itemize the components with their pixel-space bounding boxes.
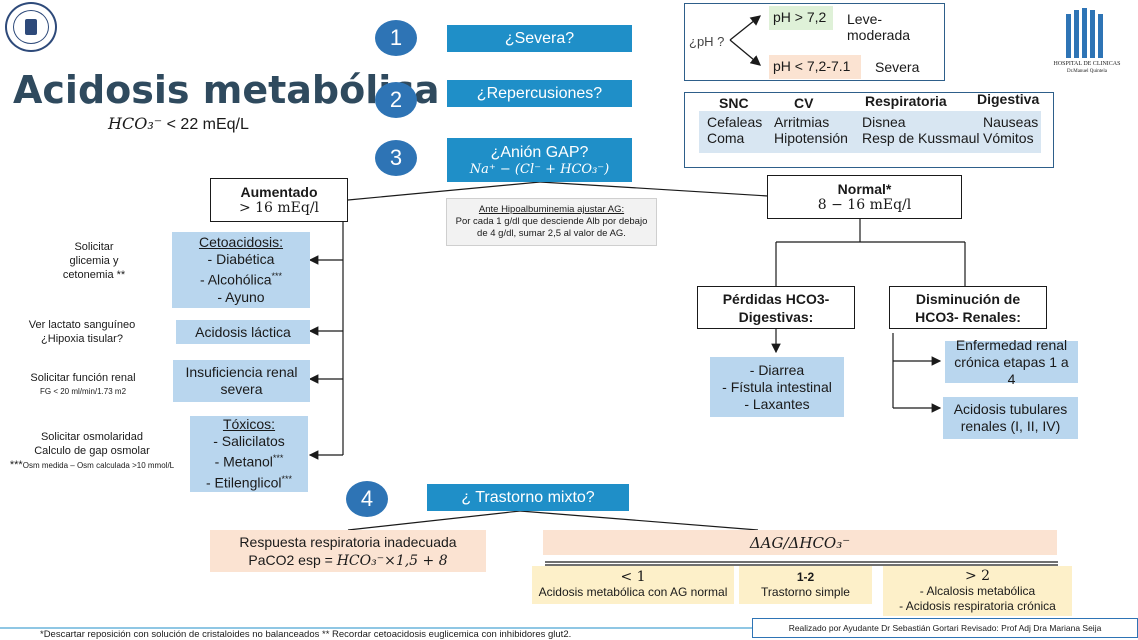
- ph-high-label: pH > 7,2: [773, 9, 827, 25]
- ph-low-label: pH < 7,2-7.1: [773, 58, 851, 74]
- page-subtitle: HCO₃⁻ < 22 mEq/L: [108, 114, 249, 134]
- university-seal-logo: [5, 2, 57, 52]
- ckd-box: Enfermedad renal crónica etapas 1 a 4: [945, 337, 1078, 387]
- normal-ag-title: Normal*: [837, 181, 892, 197]
- digestive-column: Digestiva Nauseas Vómitos: [977, 91, 1039, 146]
- ketoacidosis-box: Cetoacidosis: - Diabética - Alcohólica**…: [172, 232, 310, 308]
- cv-header: CV: [794, 95, 814, 111]
- hco3-formula: HCO₃⁻: [108, 114, 163, 133]
- respiratory-item: Disnea: [862, 114, 906, 130]
- renal-failure-box: Insuficiencia renal severa: [173, 360, 310, 402]
- step-3-badge: 3: [375, 140, 417, 176]
- ph-prompt: ¿pH ?: [689, 34, 725, 49]
- lactic-acidosis-box: Acidosis láctica: [176, 320, 310, 344]
- respiratory-column: Respiratoria Disnea Resp de Kussmaul: [862, 93, 980, 146]
- toxins-box: Tóxicos: - Salicilatos - Metanol*** - Et…: [190, 416, 308, 492]
- hco3-threshold: < 22 mEq/L: [166, 116, 249, 133]
- digestive-item: Nauseas: [983, 114, 1039, 130]
- delta-low-box: < 1 Acidosis metabólica con AG normal: [532, 566, 734, 604]
- repercussions-panel: SNC Cefaleas Coma CV Arritmias Hipotensi…: [684, 91, 1054, 168]
- hypoalbuminemia-note-title: Ante Hipoalbuminemia ajustar AG:: [478, 204, 625, 215]
- ketoacidosis-item: - Alcohólica***: [199, 271, 283, 288]
- normal-ag-range: 8 − 16 mEq/l: [817, 197, 912, 213]
- hypoalbuminemia-note-text: Por cada 1 g/dl que desciende Alb por de…: [455, 216, 648, 239]
- respiratory-item: Resp de Kussmaul: [862, 130, 980, 146]
- test-osmolarity-note: Solicitar osmolaridad Calculo de gap osm…: [9, 431, 175, 471]
- high-ag-title: Aumentado: [240, 184, 318, 200]
- toxins-item: - Salicilatos: [213, 433, 285, 450]
- delta-ratio-box: ΔAG/ΔHCO₃⁻: [543, 530, 1057, 555]
- renal-losses-box: Disminución de HCO3- Renales:: [889, 286, 1047, 329]
- step-2-badge: 2: [375, 82, 417, 118]
- paco2-expected: PaCO2 esp = HCO₃⁻×1,5 + 8: [248, 551, 448, 569]
- delta-high-label: > 2: [964, 567, 991, 584]
- delta-high-text: - Alcalosis metabólica: [919, 583, 1036, 598]
- snc-item: Cefaleas: [707, 114, 763, 130]
- normal-ag-box: Normal* 8 − 16 mEq/l: [767, 175, 962, 219]
- footer-note: *Descartar reposición con solución de cr…: [40, 629, 572, 640]
- page-title: Acidosis metabólica: [13, 68, 440, 112]
- test-glycemia-note: Solicitar glicemia y cetonemia **: [62, 241, 126, 281]
- delta-low-text: Acidosis metabólica con AG normal: [538, 585, 728, 599]
- delta-ratio: ΔAG/ΔHCO₃⁻: [749, 533, 851, 552]
- delta-mid-box: 1-2 Trastorno simple: [739, 566, 872, 604]
- delta-mid-label: 1-2: [796, 570, 815, 584]
- digestive-cause: - Laxantes: [744, 395, 810, 412]
- ph-low-box: pH < 7,2-7.1: [769, 55, 861, 79]
- hospital-logo: HOSPITAL DE CLINICAS Dr.Manuel Quintela: [1048, 8, 1128, 78]
- toxins-item: - Etilenglicol***: [206, 474, 292, 491]
- anion-gap-title: ¿Anión GAP?: [490, 143, 589, 161]
- ketoacidosis-item: - Ayuno: [217, 288, 265, 305]
- respiratory-response-line: Respuesta respiratoria inadecuada: [239, 533, 457, 550]
- cv-item: Arritmias: [774, 114, 830, 130]
- delta-high-box: > 2 - Alcalosis metabólica - Acidosis re…: [883, 566, 1072, 616]
- hypoalbuminemia-note: Ante Hipoalbuminemia ajustar AG: Por cad…: [446, 198, 657, 246]
- digestive-causes-box: - Diarrea - Fístula intestinal - Laxante…: [710, 357, 844, 417]
- ketoacidosis-item: - Diabética: [207, 251, 275, 268]
- rta-box: Acidosis tubulares renales (I, II, IV): [943, 397, 1078, 439]
- digestive-item: Vómitos: [983, 130, 1034, 146]
- cv-item: Hipotensión: [774, 130, 848, 146]
- delta-high-text: - Acidosis respiratoria crónica: [899, 598, 1056, 613]
- cv-column: CV Arritmias Hipotensión: [774, 95, 848, 146]
- respiratory-header: Respiratoria: [865, 93, 947, 109]
- renal-failure-line: severa: [220, 381, 263, 397]
- ph-low-result: Severa: [875, 59, 920, 75]
- mixed-disorder-question: ¿ Trastorno mixto?: [427, 484, 629, 511]
- anion-gap-question: ¿Anión GAP? Na⁺ − (Cl⁻ + HCO₃⁻): [447, 138, 632, 182]
- credits: Realizado por Ayudante Dr Sebastián Gort…: [752, 618, 1138, 638]
- delta-mid-text: Trastorno simple: [761, 585, 850, 599]
- digestive-cause: - Diarrea: [749, 361, 805, 378]
- severity-question: ¿Severa?: [447, 25, 632, 52]
- toxins-title: Tóxicos:: [222, 416, 276, 433]
- hospital-subname: Dr.Manuel Quintela: [1067, 69, 1107, 74]
- ph-high-box: pH > 7,2: [769, 6, 833, 30]
- step-1-badge: 1: [375, 20, 417, 56]
- digestive-header: Digestiva: [977, 91, 1040, 107]
- snc-item: Coma: [707, 130, 745, 146]
- ph-high-result: Leve-moderada: [847, 11, 911, 43]
- toxins-item: - Metanol***: [214, 453, 284, 470]
- high-ag-range: > 16 mEq/l: [238, 200, 320, 216]
- test-renal-function-note: Solicitar función renal FG < 20 ml/min/1…: [30, 372, 136, 396]
- renal-failure-line: Insuficiencia renal: [185, 364, 298, 380]
- repercussions-question: ¿Repercusiones?: [447, 80, 632, 107]
- digestive-cause: - Fístula intestinal: [722, 378, 832, 395]
- test-lactate-note: Ver lactato sanguíneo ¿Hipoxia tisular?: [28, 319, 136, 345]
- respiratory-response-box: Respuesta respiratoria inadecuada PaCO2 …: [210, 530, 486, 572]
- anion-gap-formula: Na⁺ − (Cl⁻ + HCO₃⁻): [469, 161, 610, 177]
- ketoacidosis-title: Cetoacidosis:: [198, 234, 284, 251]
- digestive-losses-box: Pérdidas HCO3- Digestivas:: [697, 286, 855, 329]
- ph-panel: ¿pH ? pH > 7,2 Leve-moderada pH < 7,2-7.…: [684, 3, 945, 81]
- hospital-name: HOSPITAL DE CLINICAS: [1053, 61, 1121, 67]
- delta-low-label: < 1: [620, 569, 646, 585]
- high-ag-box: Aumentado > 16 mEq/l: [210, 178, 348, 222]
- step-4-badge: 4: [346, 481, 388, 517]
- snc-header: SNC: [719, 95, 749, 111]
- snc-column: SNC Cefaleas Coma: [707, 95, 762, 146]
